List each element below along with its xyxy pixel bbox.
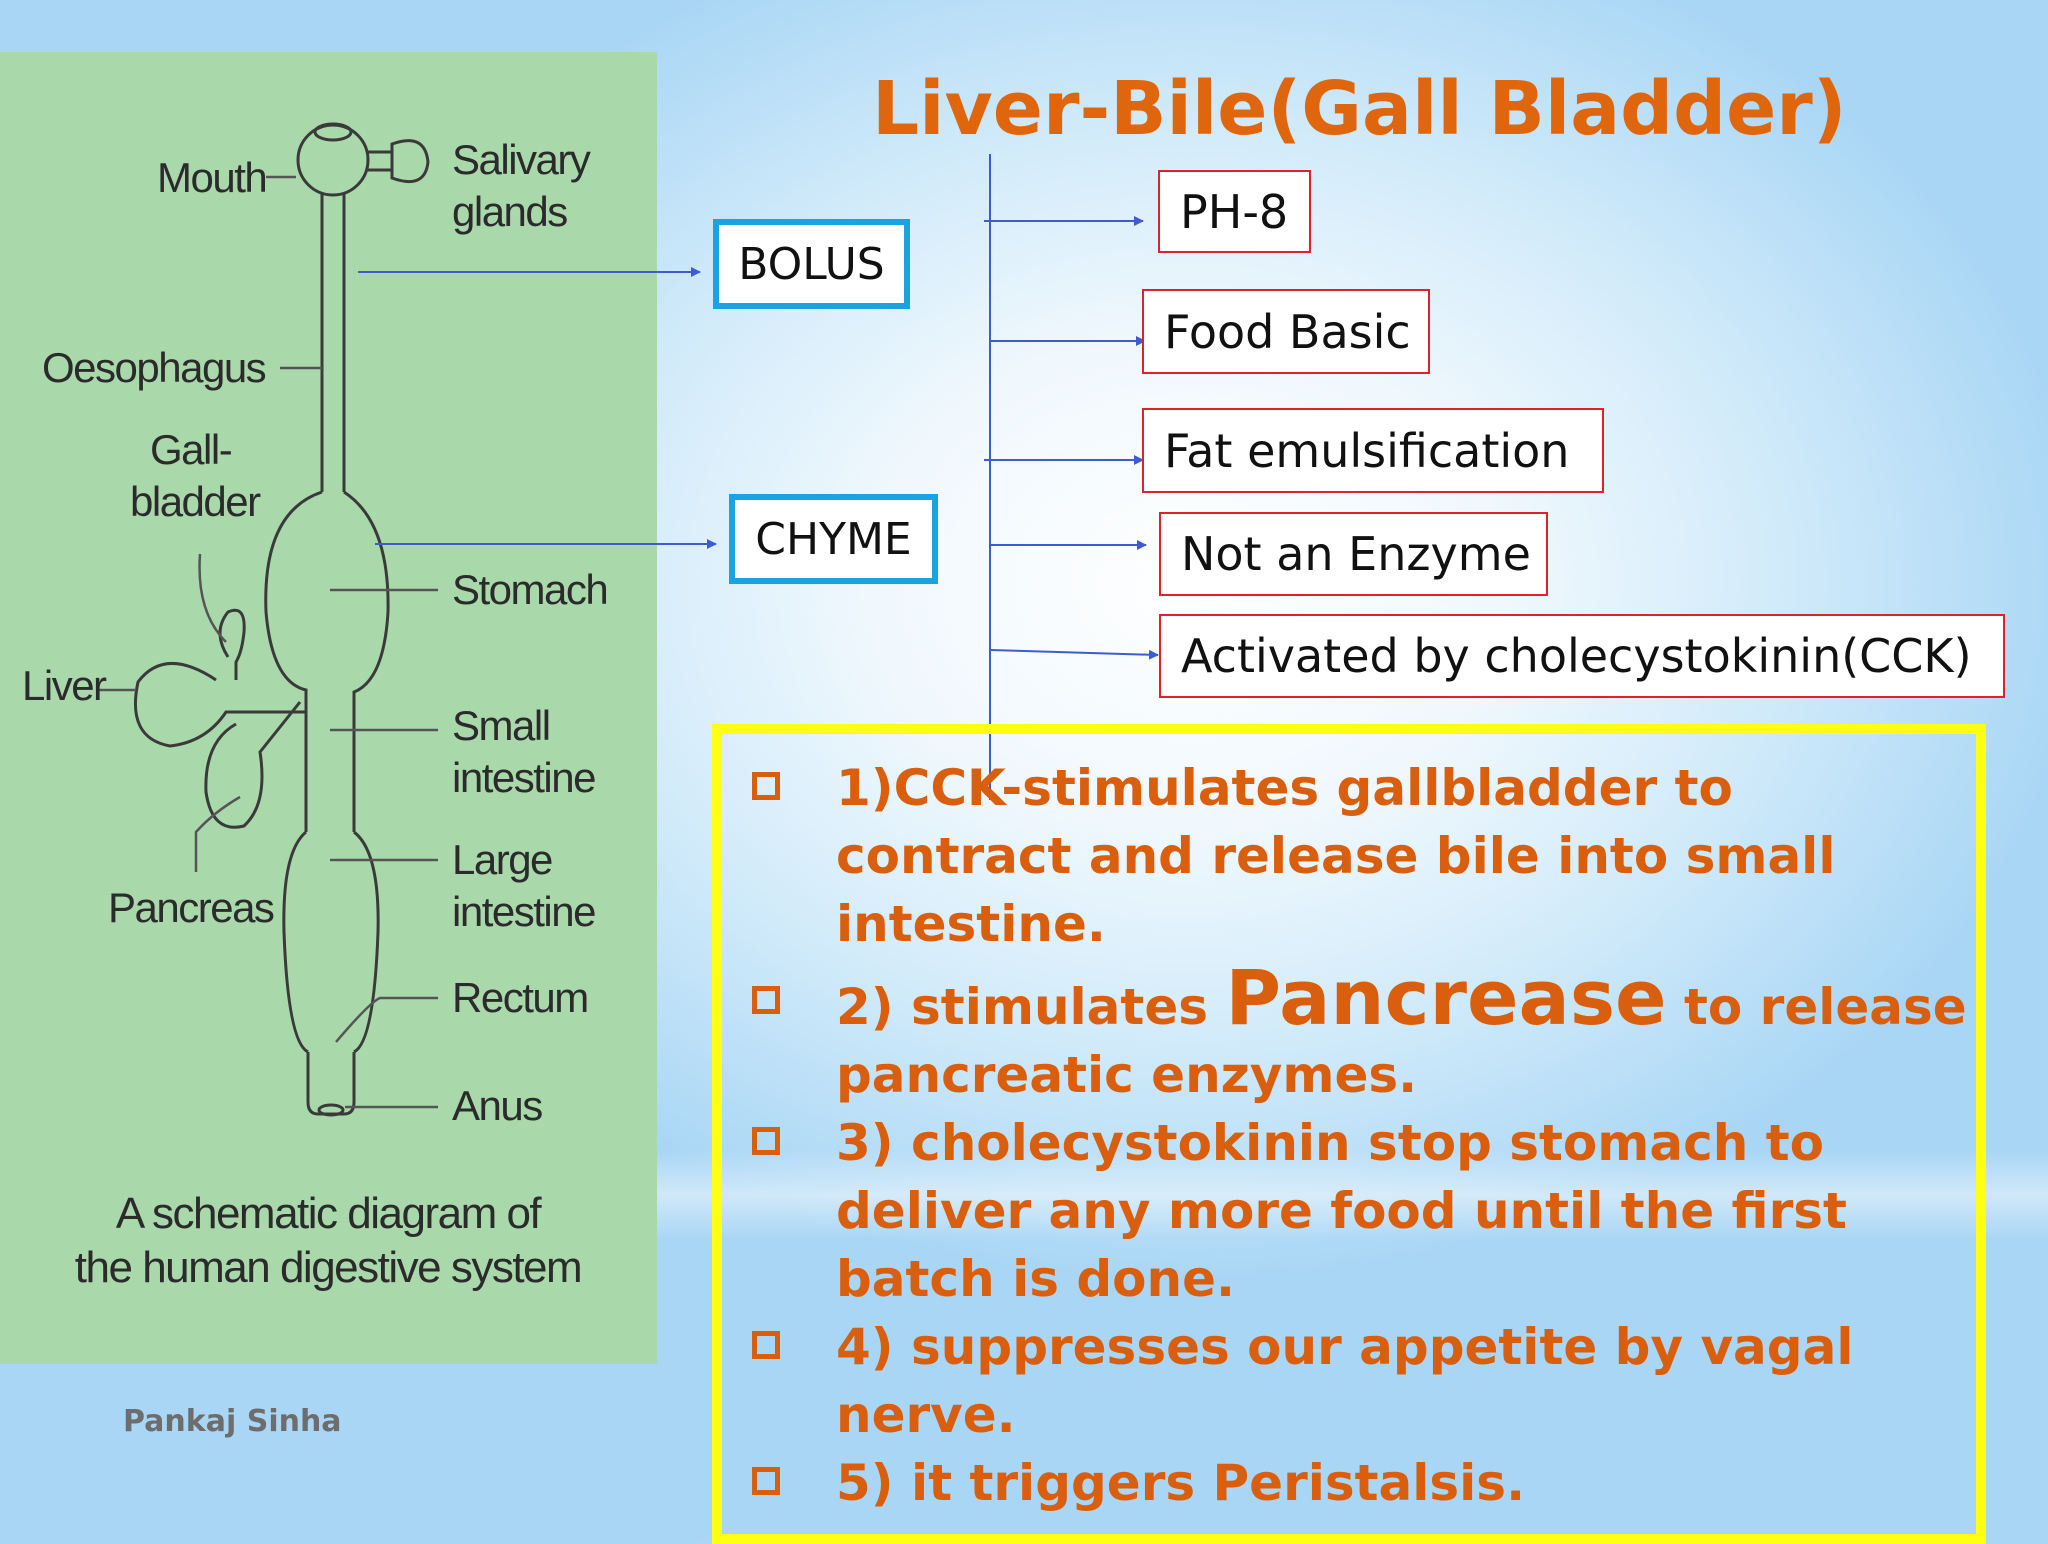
bolus-box: BOLUS (713, 219, 910, 309)
cck-point-2-text-pre: 2) stimulates (836, 978, 1226, 1036)
diagram-caption-line-1: A schematic diagram of (116, 1189, 543, 1238)
gallbladder-leader (198, 553, 227, 643)
label-gall-2: bladder (130, 478, 261, 525)
label-stomach: Stomach (452, 566, 607, 613)
cck-point-2-pancrease: Pancrease (1225, 953, 1667, 1042)
property-fat-emulsification: Fat emulsification (1142, 408, 1604, 493)
cck-point-4: 4) suppresses our appetite by vagal nerv… (752, 1313, 1982, 1449)
label-rectum: Rectum (452, 974, 588, 1021)
label-mouth: Mouth (157, 154, 266, 201)
cck-point-1: 1)CCK-stimulates gallbladder to contract… (752, 754, 1982, 958)
digestive-system-svg: Mouth Salivary glands Oesophagus Gall- b… (22, 122, 609, 1292)
pancreas-shape (204, 701, 302, 829)
property-not-enzyme: Not an Enzyme (1159, 512, 1548, 596)
cck-point-3: 3) cholecystokinin stop stomach to deliv… (752, 1109, 1982, 1313)
cck-point-2: 2) stimulates Pancrease to release pancr… (752, 960, 1982, 1109)
gallbladder-shape (218, 608, 246, 680)
label-anus: Anus (452, 1082, 542, 1129)
cck-effects-box: 1)CCK-stimulates gallbladder to contract… (712, 724, 1986, 1544)
cck-point-2-text-post: to release pancreatic enzymes. (836, 978, 1967, 1104)
label-small-2: intestine (452, 754, 595, 801)
label-gall-1: Gall- (150, 426, 232, 473)
square-bullet-icon (752, 772, 780, 800)
oesophagus-shape (320, 194, 346, 492)
arrow-to-cck (989, 649, 1159, 660)
square-bullet-icon (752, 1331, 780, 1359)
mouth-shape (296, 123, 370, 197)
small-intestine-shape (304, 742, 356, 832)
cck-point-5: 5) it triggers Peristalsis. (752, 1449, 1982, 1517)
author-credit: Pankaj Sinha (123, 1404, 342, 1439)
square-bullet-icon (752, 1127, 780, 1155)
stomach-shape (264, 490, 390, 742)
label-oesophagus: Oesophagus (42, 344, 266, 391)
label-salivary-1: Salivary (452, 136, 591, 183)
digestive-system-diagram: Mouth Salivary glands Oesophagus Gall- b… (0, 52, 657, 1364)
label-large-1: Large (452, 836, 552, 883)
square-bullet-icon (752, 986, 780, 1014)
cck-point-1-text: 1)CCK-stimulates gallbladder to contract… (836, 759, 1836, 953)
chyme-box: CHYME (729, 494, 938, 584)
property-activated-cck: Activated by cholecystokinin(CCK) (1159, 614, 2005, 698)
cck-point-3-text: 3) cholecystokinin stop stomach to deliv… (836, 1114, 1847, 1308)
page-title: Liver-Bile(Gall Bladder) (872, 66, 1847, 152)
diagram-caption-line-2: the human digestive system (75, 1243, 581, 1292)
square-bullet-icon (752, 1467, 780, 1495)
pancreas-leader (194, 795, 241, 872)
label-large-2: intestine (452, 888, 595, 935)
label-liver: Liver (22, 662, 107, 709)
liver-shape (133, 662, 306, 748)
anus-shape (317, 1103, 345, 1117)
large-intestine-shape (282, 830, 380, 1054)
cck-point-4-text: 4) suppresses our appetite by vagal nerv… (836, 1318, 1854, 1444)
label-small-1: Small (452, 702, 550, 749)
cck-point-5-text: 5) it triggers Peristalsis. (836, 1454, 1526, 1512)
property-ph: PH-8 (1158, 170, 1311, 253)
mouth-top-shape (313, 122, 353, 142)
salivary-gland-shape (366, 139, 430, 183)
label-pancreas: Pancreas (108, 884, 274, 931)
label-salivary-2: glands (452, 188, 567, 235)
cck-effects-list: 1)CCK-stimulates gallbladder to contract… (752, 754, 1982, 1517)
property-food-basic: Food Basic (1142, 289, 1430, 374)
rectum-leader (335, 996, 438, 1043)
